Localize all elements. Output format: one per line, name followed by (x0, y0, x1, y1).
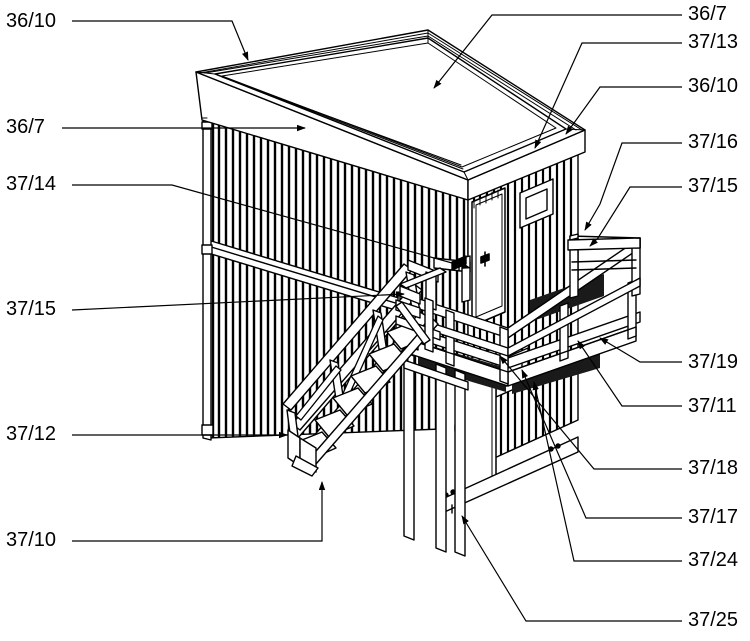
label-37-19-right: 37/19 (688, 351, 738, 373)
under-balcony-bracing (395, 297, 441, 353)
leader-37-15-right (589, 186, 682, 247)
label-36-7-left: 36/7 (6, 116, 45, 138)
label-37-25-right: 37/25 (688, 609, 738, 631)
drawing-geometry (195, 29, 641, 557)
roof-assembly (195, 29, 586, 201)
leader-lines (62, 14, 682, 622)
leader-37-10-left (72, 481, 326, 542)
stair-base-foot (287, 429, 319, 477)
end-wall (439, 147, 579, 515)
upper-door (471, 187, 506, 327)
label-37-15-left: 37/15 (6, 298, 56, 320)
label-37-12-left: 37/12 (6, 423, 56, 445)
upper-window (519, 178, 554, 229)
leader-37-15-left (71, 291, 405, 311)
label-37-18-right: 37/18 (688, 457, 738, 479)
label-36-10-right: 36/10 (688, 75, 738, 97)
stair-railing-braces (295, 315, 384, 421)
leader-37-17-right (521, 369, 682, 519)
label-37-17-right: 37/17 (688, 506, 738, 528)
label-37-10-left: 37/10 (6, 529, 56, 551)
support-legs (403, 351, 466, 557)
leader-37-18-right (499, 355, 682, 470)
label-37-16-right: 37/16 (688, 131, 738, 153)
label-37-15-right: 37/15 (688, 175, 738, 197)
label-36-10-left: 36/10 (6, 10, 56, 32)
leader-37-24-right (532, 381, 682, 562)
leader-37-19-right (599, 337, 682, 363)
callout-labels: 36/10 36/7 37/14 37/15 37/12 37/10 36/7 37/13 36… (6, 3, 738, 631)
leader-37-13-right (534, 42, 682, 149)
label-37-13-right: 37/13 (688, 31, 738, 53)
leader-37-25-right (461, 515, 682, 622)
label-37-14-left: 37/14 (6, 173, 56, 195)
label-37-11-right: 37/11 (688, 395, 737, 417)
leader-36-7-right (433, 14, 682, 89)
leader-37-14-left (72, 184, 471, 269)
staircase (282, 255, 471, 477)
door-handle-icon (480, 251, 490, 267)
label-37-24-right: 37/24 (688, 549, 738, 571)
leader-36-10-left (72, 20, 249, 61)
label-36-7-right: 36/7 (688, 3, 727, 25)
leader-36-10-right (565, 86, 682, 135)
leader-37-16-right (584, 142, 682, 231)
leader-37-11-right (577, 340, 682, 407)
